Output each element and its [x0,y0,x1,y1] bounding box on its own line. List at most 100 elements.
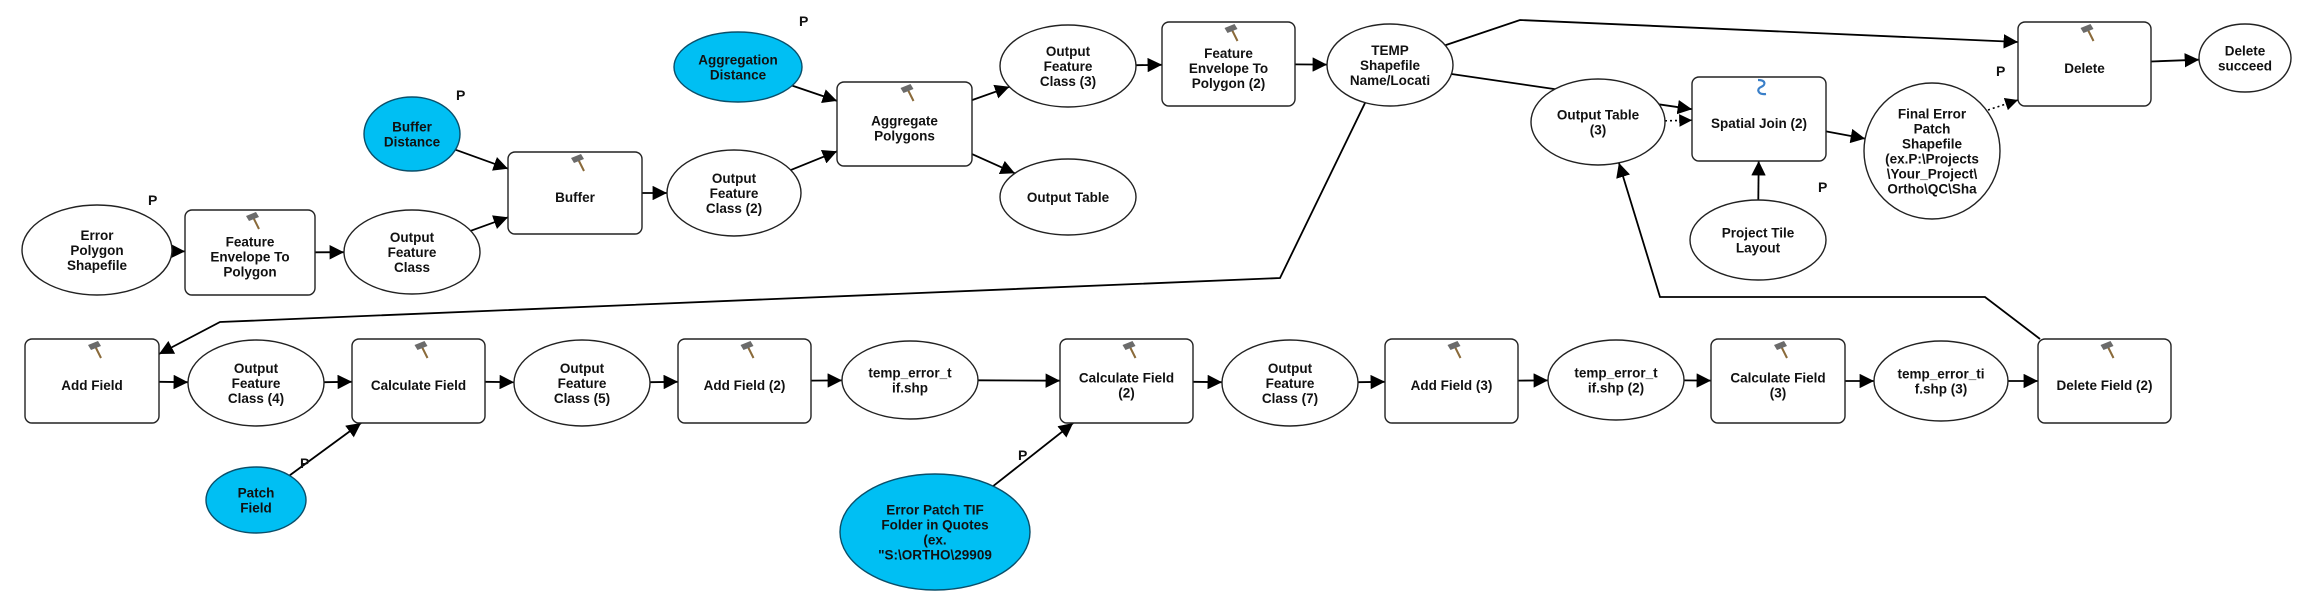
node-shape [666,149,802,237]
tool-box-add_field3[interactable]: Add Field (3) [1384,338,1519,424]
parameter-marker: P [148,192,157,208]
node-label-line: Shapefile [67,258,128,273]
hammer-icon [740,341,755,359]
tool-box-buffer[interactable]: Buffer [507,151,643,235]
node-shape [677,338,812,424]
node-shape [507,151,643,235]
node-label-line: Feature [558,376,607,391]
tool-box-add_field2[interactable]: Add Field (2) [677,338,812,424]
connector-output_fc-to-buffer [470,215,509,232]
hammer-icon [2080,24,2095,42]
tool-box-add_field[interactable]: Add Field [24,338,160,424]
node-shape [1161,21,1296,107]
hammer-icon [1447,341,1462,359]
node-label-line: Class (4) [228,391,284,406]
node-label-line: Project Tile [1722,226,1795,241]
node-label-line: Output [1268,361,1313,376]
tool-box-delete_field2[interactable]: Delete Field (2) [2037,338,2172,424]
node-label-line: Class [394,260,430,275]
node-label-line: Output Table [1557,108,1640,123]
connector-final_error_patch-to-delete [1987,97,2019,111]
connector-output_table3-to-spatial_join2 [1664,114,1693,127]
node-label-line: Class (2) [706,201,762,216]
hammer-icon [1224,24,1239,42]
node-shape [999,158,1137,236]
node-label-line: (ex.P:\Projects [1885,152,1979,167]
hammer-icon [571,154,585,172]
tool-box-calculate_field2[interactable]: Calculate Field(2) [1059,338,1194,424]
node-label-line: Aggregate [871,114,938,129]
tool-box-calculate_field3[interactable]: Calculate Field(3) [1710,338,1846,424]
connector-delete-to-delete_succeed [2150,53,2200,68]
node-label-line: Feature [1204,46,1253,61]
data-ellipse-output_table3[interactable]: Output Table(3) [1530,78,1666,166]
node-label-line: Buffer [392,120,432,135]
tool-box-delete[interactable]: Delete [2017,21,2152,107]
hammer-icon [900,84,915,102]
node-label-line: if.shp (2) [1588,381,1644,396]
data-ellipse-output_table[interactable]: Output Table [999,158,1137,236]
hammer-icon [246,212,260,230]
node-label-line: Class (3) [1040,74,1096,89]
node-label-line: Class (5) [554,391,610,406]
node-label-line: temp_error_ti [1897,367,1984,382]
node-label-line: Patch [1914,122,1951,137]
node-label-line: "S:\ORTHO\29909 [878,548,992,563]
node-shape [1059,338,1194,424]
parameter-marker: P [456,87,465,103]
node-label-line: temp_error_t [1574,366,1658,381]
node-label-line: Output [1046,44,1091,59]
data-ellipse-temp_error_tif2[interactable]: temp_error_tif.shp (2) [1547,339,1685,421]
node-label-line: (ex. [923,533,946,548]
node-shape [1691,76,1827,162]
node-label-line: Output [560,361,605,376]
tool-box-calculate_field[interactable]: Calculate Field [351,338,486,424]
hammer-icon [414,341,429,359]
node-label-line: Feature [1044,59,1093,74]
data-ellipse-final_error_patch[interactable]: Final ErrorPatchShapefile(ex.P:\Projects… [1863,63,2005,220]
node-shape [343,209,481,295]
connector-aggregation_distance-to-aggregate_polygons [791,84,838,104]
node-label-line: (3) [1590,123,1607,138]
node-label-line: Distance [384,135,441,150]
connector-error_patch_tif_folder-to-calculate_field2 [992,422,1074,487]
node-shape [2017,21,2152,107]
parameter-marker: P [1018,447,1027,463]
hammer-icon [88,341,102,359]
script-icon [1757,78,1767,96]
node-label-line: Feature [232,376,281,391]
node-label-line: Output [390,230,435,245]
data-ellipse-temp_error_tif[interactable]: temp_error_tif.shp [841,340,979,420]
data-ellipse-temp_error_tif3[interactable]: temp_error_tif.shp (3) [1873,340,2009,422]
node-shape [205,466,307,534]
parameter-marker: P [300,455,309,471]
node-shape [21,204,173,296]
node-label-line: Shapefile [1902,137,1963,152]
tool-box-spatial_join2[interactable]: Spatial Join (2) [1691,76,1827,162]
node-shape [1873,340,2009,422]
node-label-line: Output [712,171,757,186]
node-label-line: Shapefile [1360,58,1421,73]
node-label-line: Output [234,361,279,376]
node-label-line: (3) [1770,386,1787,401]
node-shape [841,340,979,420]
node-label-line: Add Field (3) [1411,378,1493,393]
connector-aggregate_polygons-to-output_table [971,153,1016,175]
